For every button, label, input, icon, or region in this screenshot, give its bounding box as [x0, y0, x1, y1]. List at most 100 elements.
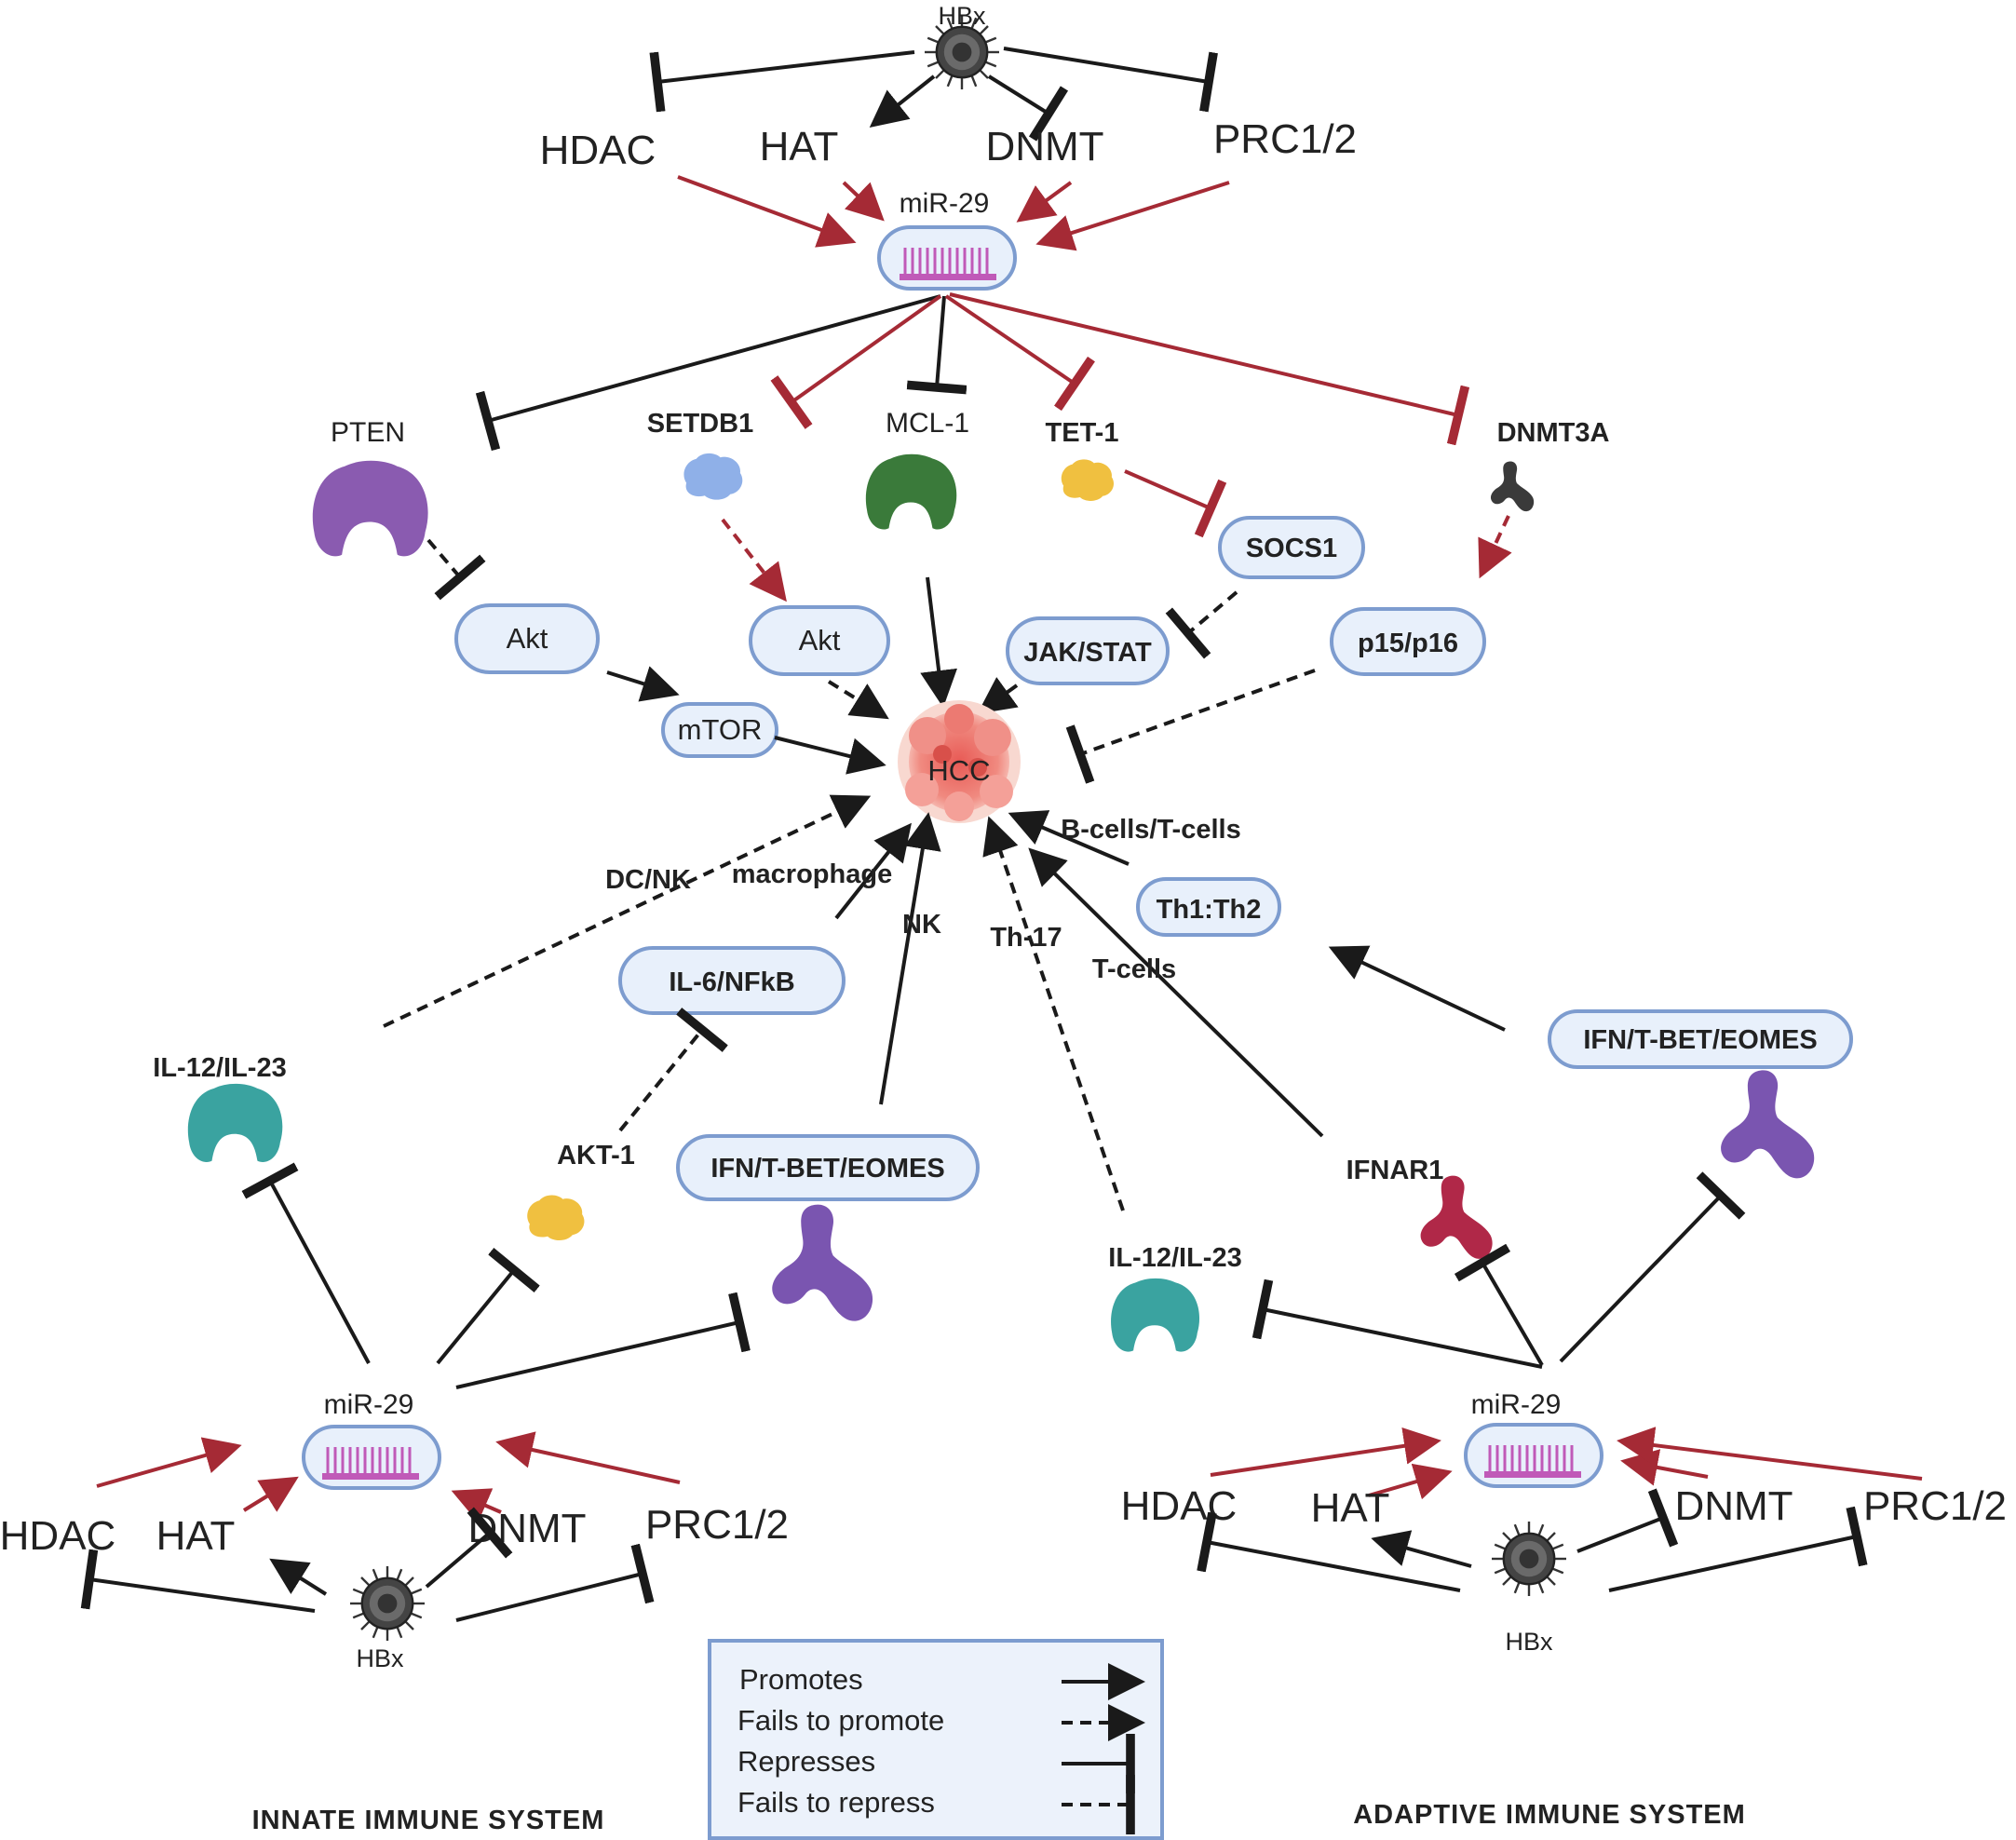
legend-promotes-label: Promotes	[739, 1663, 863, 1696]
akt1-protein-icon	[527, 1195, 585, 1240]
socs1-node[interactable]: SOCS1	[1218, 516, 1365, 579]
innate-ifn-node[interactable]: IFN/T-BET/EOMES	[676, 1134, 980, 1201]
tet1-label: TET-1	[1046, 418, 1119, 448]
top-mir29-node[interactable]	[877, 225, 1017, 291]
legend-fails-promote-label: Fails to promote	[737, 1704, 944, 1737]
il6-nfkb-node[interactable]: IL-6/NFkB	[618, 946, 846, 1015]
innate-dnmt-label: DNMT	[467, 1506, 586, 1551]
top-prc-label: PRC1/2	[1213, 116, 1357, 162]
innate-mir29-represses-akt1	[436, 1247, 540, 1365]
setdb1-label: SETDB1	[647, 409, 753, 439]
dnmt3a-label: DNMT3A	[1497, 418, 1610, 448]
adaptive-hat-label: HAT	[1311, 1485, 1390, 1531]
adaptive-mir29-node[interactable]	[1464, 1423, 1603, 1488]
akt-mid-node[interactable]: Akt	[749, 605, 890, 676]
ifnar1-to-hcc-tcells	[1028, 847, 1324, 1138]
top-dnmt-label: DNMT	[985, 124, 1103, 169]
innate-prc-to-mir29	[495, 1431, 681, 1484]
pten-protein-icon	[312, 460, 428, 557]
innate-hat-to-mir29	[242, 1476, 299, 1512]
innate-hbx-label: HBx	[356, 1644, 404, 1672]
innate-title: INNATE IMMUNE SYSTEM	[252, 1806, 605, 1835]
dcnk-label: DC/NK	[605, 865, 691, 895]
top-hat-label: HAT	[760, 124, 839, 169]
adaptive-mir29-represses-ifnar1	[1454, 1243, 1544, 1367]
adaptive-dnmt-to-mir29	[1620, 1449, 1709, 1486]
jakstat-label: JAK/STAT	[1023, 638, 1152, 668]
akt1-fails-repress-il6	[618, 1008, 728, 1132]
innate-hbx-represses-hdac	[80, 1549, 316, 1613]
innate-mir29-node[interactable]	[302, 1425, 441, 1490]
top-hbx-label: HBx	[938, 2, 986, 30]
adaptive-hbx-label: HBx	[1505, 1628, 1553, 1656]
hbx-represses-dnmt	[987, 74, 1069, 142]
il12-fails-promote-hcc-th17	[982, 816, 1125, 1211]
adaptive-mir29-represses-ifn	[1559, 1171, 1746, 1363]
mirna-strand-icon	[1484, 1445, 1581, 1478]
ifnar1-protein-icon	[1420, 1175, 1493, 1259]
dnmt3a-to-p15p16	[1478, 515, 1512, 579]
akt-left-node[interactable]: Akt	[454, 603, 600, 674]
innate-hbx-represses-dnmt	[425, 1507, 513, 1589]
innate-ifn-protein-icon	[772, 1204, 873, 1321]
macrophage-label: macrophage	[732, 859, 892, 889]
innate-hdac-label: HDAC	[0, 1513, 115, 1559]
mtor-label: mTOR	[678, 713, 763, 746]
akt-fails-promote-hcc	[827, 680, 889, 720]
adaptive-dnmt-label: DNMT	[1674, 1483, 1793, 1529]
ifnar1-label: IFNAR1	[1346, 1156, 1444, 1185]
mirna-strand-icon	[900, 248, 996, 280]
mir29-represses-dnmt3a	[949, 292, 1470, 446]
innate-hbx-promotes-hat	[269, 1558, 328, 1596]
hbx-represses-hdac	[649, 50, 915, 113]
nk-label: NK	[902, 910, 941, 940]
adaptive-hdac-to-mir29	[1210, 1427, 1441, 1477]
jakstat-to-hcc	[977, 677, 1019, 714]
adaptive-ifn-label: IFN/T-BET/EOMES	[1583, 1025, 1817, 1055]
mtor-to-hcc	[774, 736, 886, 775]
jakstat-node[interactable]: JAK/STAT	[1006, 616, 1170, 685]
pten-label: PTEN	[331, 417, 405, 448]
mir29-represses-tet1	[944, 294, 1095, 412]
socs1-fails-repress-jakstat	[1165, 590, 1238, 659]
adaptive-mir29-represses-il12	[1252, 1279, 1543, 1369]
akt-left-label: Akt	[507, 622, 548, 655]
macrophage-to-hcc	[834, 822, 912, 920]
dnmt3a-protein-icon	[1490, 461, 1535, 512]
top-hdac-label: HDAC	[540, 128, 656, 173]
adaptive-hdac-label: HDAC	[1121, 1483, 1238, 1529]
mcl1-to-hcc	[920, 576, 958, 708]
adaptive-ifn-node[interactable]: IFN/T-BET/EOMES	[1548, 1009, 1853, 1069]
th1th2-node[interactable]: Th1:Th2	[1136, 877, 1281, 937]
innate-hat-label: HAT	[156, 1513, 236, 1559]
adaptive-hat-to-mir29	[1368, 1463, 1453, 1500]
hbx-represses-prc	[1003, 47, 1218, 113]
p15p16-fails-repress-hcc	[1065, 669, 1316, 784]
hcc-label: HCC	[927, 754, 990, 787]
adaptive-prc-to-mir29	[1617, 1427, 1923, 1481]
prc-to-mir29	[1035, 181, 1230, 251]
th17-label: Th-17	[990, 923, 1062, 953]
adaptive-hbx-virus-icon	[1490, 1520, 1568, 1598]
mtor-node[interactable]: mTOR	[661, 702, 778, 758]
p15p16-node[interactable]: p15/p16	[1330, 607, 1486, 676]
setdb1-to-akt	[721, 518, 787, 602]
setdb1-protein-icon	[683, 453, 743, 500]
dnmt-to-mir29	[1016, 181, 1073, 223]
innate-mir29-represses-il12	[241, 1162, 371, 1364]
tet1-represses-socs1	[1124, 469, 1227, 538]
th1th2-to-hcc-bt	[1008, 810, 1130, 866]
innate-hdac-to-mir29	[96, 1437, 242, 1488]
legend-represses-label: Represses	[737, 1745, 875, 1778]
innate-il12-label: IL-12/IL-23	[153, 1053, 286, 1083]
ifn-to-th1th2	[1328, 945, 1506, 1032]
p15p16-label: p15/p16	[1358, 629, 1458, 658]
adaptive-il12-protein-icon	[1111, 1278, 1200, 1352]
hcc-tumor[interactable]: HCC	[898, 700, 1021, 823]
hbx-promotes-hat	[869, 74, 936, 128]
innate-ifn-label: IFN/T-BET/EOMES	[710, 1154, 944, 1184]
hat-to-mir29	[842, 181, 885, 222]
mir29-represses-pten	[475, 294, 941, 452]
adaptive-hbx-promotes-hat	[1371, 1530, 1472, 1568]
tcells-label: T-cells	[1092, 954, 1176, 984]
